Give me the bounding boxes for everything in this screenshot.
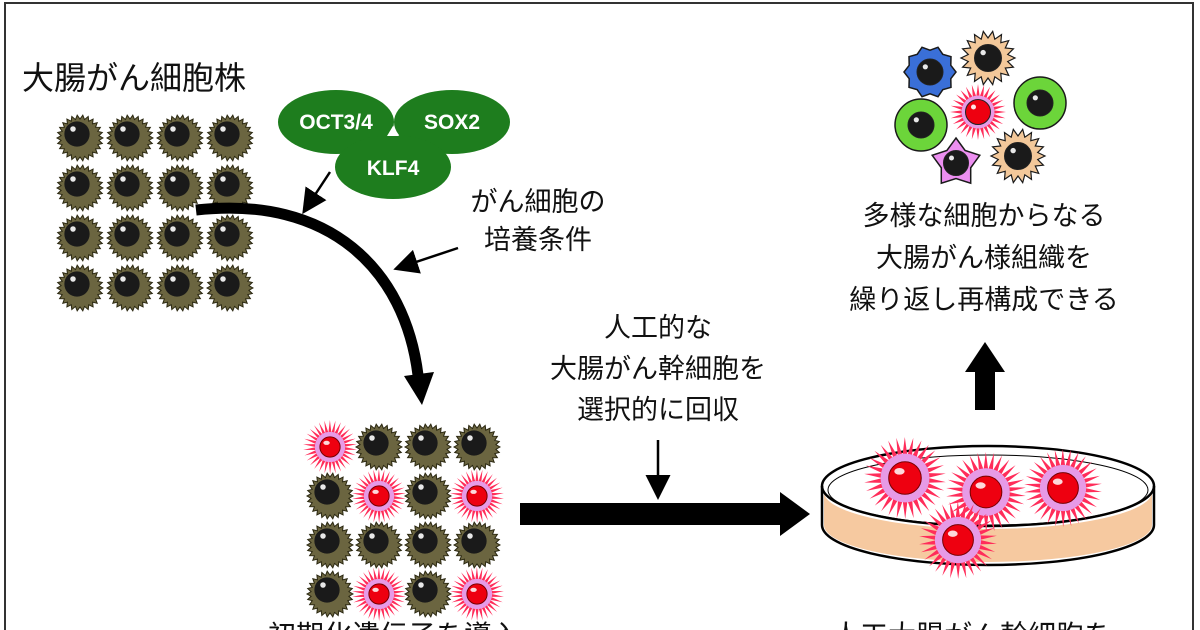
factor-pointer-arrow: [302, 171, 332, 215]
reprogrammed-cell: [452, 423, 502, 471]
culture-condition-label-1: がん細胞の: [470, 187, 606, 218]
bottom-right-caption: 人工大腸がん幹細胞を: [832, 618, 1112, 630]
figure-frame: [4, 2, 1194, 630]
cell-line-cell: [155, 114, 205, 162]
dish-stem-cell: [946, 452, 1026, 532]
dish-stem-cells: [864, 437, 1102, 579]
oct-factor-label: OCT3/4: [299, 111, 373, 134]
up-arrow-head: [965, 342, 1005, 372]
reprogrammed-stem-cell: [352, 469, 406, 523]
reprogrammed-cell: [403, 521, 453, 569]
factor-junction-triangle: [387, 126, 399, 136]
artificial-stem-label-1: 人工的な: [604, 313, 712, 344]
culture-pointer-arrow: [393, 246, 459, 274]
reprogrammed-stem-cell: [450, 469, 504, 523]
reprogrammed-cell: [305, 521, 355, 569]
cell-line-cell: [155, 214, 205, 262]
cell-line-grid: [55, 114, 255, 312]
artificial-stem-label-3: 選択的に回収: [577, 395, 739, 426]
diverse-tissue-label-3: 繰り返し再構成できる: [849, 285, 1119, 316]
reprogrammed-stem-cell: [352, 567, 406, 621]
diverse-tissue-label-1: 多様な細胞からなる: [862, 201, 1106, 232]
reprogrammed-cell: [403, 423, 453, 471]
green-cell: [1013, 76, 1067, 130]
culture-condition-label-2: 培養条件: [484, 225, 592, 256]
diverse-tissue-label-2: 大腸がん様組織を: [876, 243, 1092, 274]
green-cell: [894, 98, 948, 152]
up-arrow-shaft: [975, 370, 995, 410]
cell-line-cell: [105, 264, 155, 312]
cell-line-cell: [55, 164, 105, 212]
reprogrammed-cell: [403, 570, 453, 618]
reprogrammed-cell: [403, 472, 453, 520]
dish-rim: [820, 444, 1156, 528]
cell-line-cell: [155, 164, 205, 212]
orange-cell: [959, 30, 1017, 86]
cell-line-cell: [205, 114, 255, 162]
stem-cell: [950, 84, 1006, 140]
klf-factor-label: KLF4: [367, 157, 420, 180]
reprogrammed-stem-cell: [303, 420, 357, 474]
dish-inner-rim: [827, 454, 1149, 526]
artificial-stem-label-2: 大腸がん幹細胞を: [550, 354, 766, 385]
cell-line-cell: [205, 214, 255, 262]
sox-factor-label: SOX2: [424, 111, 480, 134]
reprogrammed-stem-cell: [450, 567, 504, 621]
cell-line-cell: [105, 114, 155, 162]
cell-line-cell: [105, 214, 155, 262]
petri-dish: [820, 437, 1156, 579]
orange-cell: [989, 128, 1047, 184]
curved-arrow-head: [404, 372, 434, 405]
cell-line-cell: [105, 164, 155, 212]
cell-line-cell: [55, 214, 105, 262]
dish-stem-cell: [919, 501, 997, 579]
reprogrammed-cell: [354, 521, 404, 569]
reprogrammed-grid: [303, 420, 504, 621]
sox-factor-blob: [394, 90, 510, 154]
dish-stem-cell: [864, 437, 946, 519]
reprogrammed-cell: [452, 521, 502, 569]
cell-line-cell: [205, 264, 255, 312]
klf-factor-blob: [335, 135, 451, 199]
cell-line-title: 大腸がん細胞株: [22, 59, 247, 97]
reprogrammed-cell: [305, 570, 355, 618]
dish-medium: [824, 492, 1152, 562]
blue-cell: [903, 46, 957, 98]
cell-line-cell: [55, 114, 105, 162]
diverse-cell-cluster: [894, 30, 1067, 185]
oct-factor-blob: [278, 90, 394, 154]
curved-process-arrow: [195, 202, 424, 376]
reprogrammed-cell: [354, 423, 404, 471]
cell-line-cell: [55, 264, 105, 312]
reprogrammed-cell: [305, 472, 355, 520]
cell-line-cell: [155, 264, 205, 312]
horizontal-arrow-head: [780, 492, 810, 536]
pink-star-cell: [930, 136, 982, 185]
dish-stem-cell: [1024, 449, 1102, 527]
horizontal-arrow-shaft: [520, 503, 782, 525]
bottom-left-caption: 初期化遺伝子を導入: [268, 618, 520, 630]
reprogramming-factors: OCT3/4 SOX2 KLF4: [278, 90, 510, 199]
